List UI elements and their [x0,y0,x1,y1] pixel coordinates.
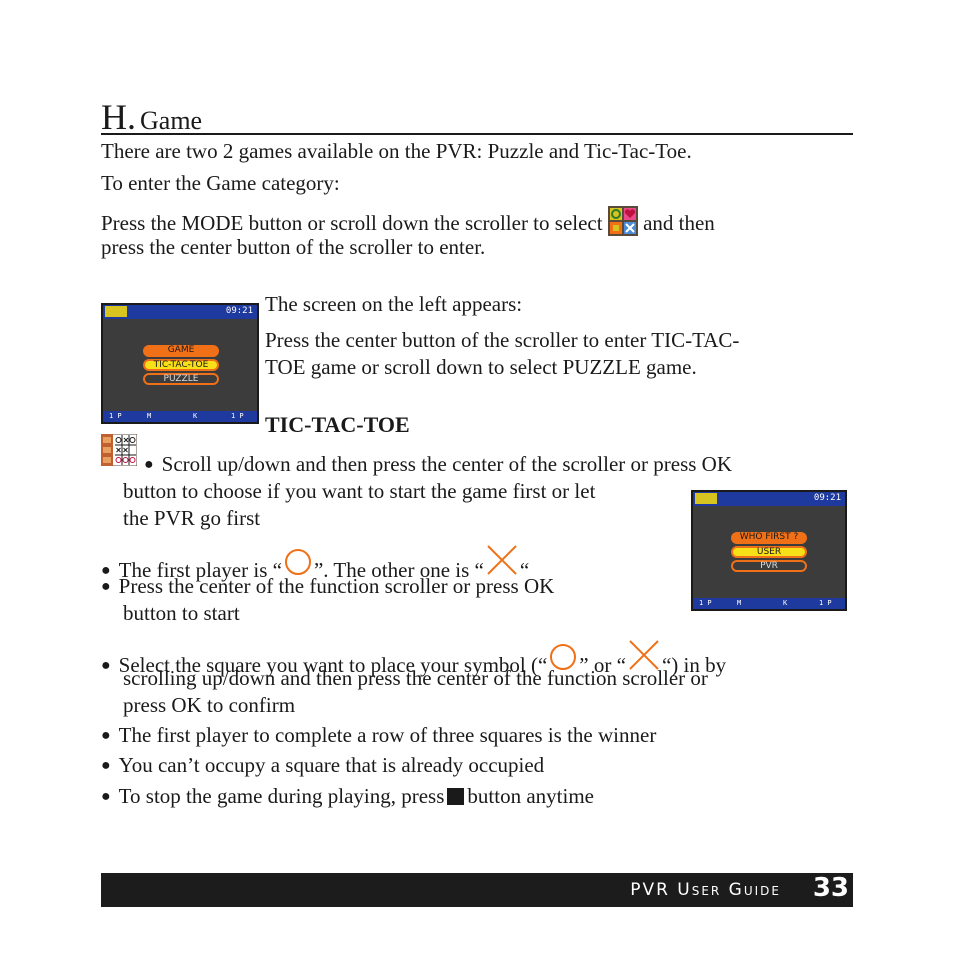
screen-menu-item-selected: USER [731,546,807,558]
screen-mode-indicator [695,493,717,504]
page-number: 33 [812,873,849,903]
screen-tick: 1 P [109,412,122,420]
intro-line-3: Press the MODE button or scroll down the… [101,206,715,243]
bullet-text: To stop the game during playing, press [118,784,445,808]
heading-rule [101,133,853,135]
screen-status-bar: 09:21 [693,492,845,506]
menu-caption-3: TOE game or scroll down to select PUZZLE… [265,355,697,379]
screen-clock: 09:21 [225,306,253,316]
circle-symbol-icon [282,547,314,590]
circle-symbol-icon [547,642,579,685]
bullet-item-6: ● You can’t occupy a square that is alrea… [101,752,544,779]
screen-clock: 09:21 [813,493,841,503]
bullet-dot: ● [101,562,111,579]
bullet-dot: ● [101,757,111,774]
bullet-item-7: ● To stop the game during playing, press b… [101,783,594,810]
bullet-dot: ● [101,727,111,744]
screen-tick: 1 P [699,599,712,607]
screen-menu-item: WHO FIRST ? [731,532,807,544]
screen-tick: M [737,599,742,607]
intro-line-1: There are two 2 games available on the P… [101,139,692,163]
game-mode-icon [607,206,638,243]
footer-guide-title: PVR User Guide [630,880,781,900]
bullet-text: ” or “ [579,653,626,677]
bullet-item-3: ● Press the center of the function scroll… [101,573,554,600]
screen-tick: 1 P [819,599,832,607]
bullet-text: Select the square you want to place your… [118,653,548,677]
bullet-item-4: ● Select the square you want to place you… [101,638,726,685]
menu-caption-2: Press the center button of the scroller … [265,328,740,352]
bullet-dot: ● [101,657,111,674]
bullet-text: “ [519,558,530,582]
bullet-1-line-2: button to choose if you want to start th… [123,479,596,503]
bullet-item-5: ● The first player to complete a row of t… [101,722,656,749]
bullet-text: Scroll up/down and then press the center… [161,452,733,476]
intro-line-3b: and then [643,211,715,235]
bullet-4-line-3: press OK to confirm [123,693,296,717]
bullet-text: “) in by [661,653,727,677]
bullet-item-1: ● Scroll up/down and then press the cente… [144,451,732,478]
bullet-text: Press the center of the function scrolle… [118,574,555,598]
cross-symbol-icon [484,543,520,590]
bullet-dot: ● [144,456,154,473]
screen-bottom-bar: 1 P M K 1 P [693,598,845,609]
screen-tick: K [783,599,788,607]
tictactoe-icon [100,433,138,471]
bullet-dot: ● [101,578,111,595]
screen-tick: K [193,412,198,420]
section-letter: H. [101,97,136,137]
bullet-3-line-2: button to start [123,601,240,625]
bullet-text: ”. The other one is “ [313,558,484,582]
stop-button-icon [447,788,465,805]
screen-mode-indicator [105,306,127,317]
intro-line-2: To enter the Game category: [101,171,340,195]
screen-menu-item: PUZZLE [143,373,219,385]
screen-tick: M [147,412,152,420]
screen-status-bar: 09:21 [103,305,257,319]
screen-menu-item: GAME [143,345,219,357]
bullet-text: button anytime [467,784,594,808]
bullet-text: The first player is “ [118,558,282,582]
bullet-text: The first player to complete a row of th… [118,723,657,747]
bullet-dot: ● [101,788,111,805]
who-first-screen: 09:21 WHO FIRST ? USER PVR 1 P M K 1 P [691,490,847,611]
section-title: Game [140,106,203,135]
game-menu-screen: 09:21 GAME TIC-TAC-TOE PUZZLE 1 P M K 1 … [101,303,259,424]
intro-line-3a: Press the MODE button or scroll down the… [101,211,603,235]
section-heading: H. Game [101,96,202,138]
bullet-item-2: ● The first player is “ ”. The other one i… [101,543,529,590]
screen-menu-item-selected: TIC-TAC-TOE [143,359,219,371]
screen-menu-item: PVR [731,560,807,572]
bullet-1-line-3: the PVR go first [123,506,261,530]
bullet-4-line-2: scrolling up/down and then press the cen… [123,666,708,690]
tictactoe-heading: TIC-TAC-TOE [265,412,410,437]
bullet-text: You can’t occupy a square that is alread… [118,753,545,777]
intro-line-4: press the center button of the scroller … [101,235,486,259]
page-footer: PVR User Guide 33 [101,873,853,907]
screen-tick: 1 P [231,412,244,420]
cross-symbol-icon [626,638,662,685]
screen-bottom-bar: 1 P M K 1 P [103,411,257,422]
menu-caption-1: The screen on the left appears: [265,292,523,316]
